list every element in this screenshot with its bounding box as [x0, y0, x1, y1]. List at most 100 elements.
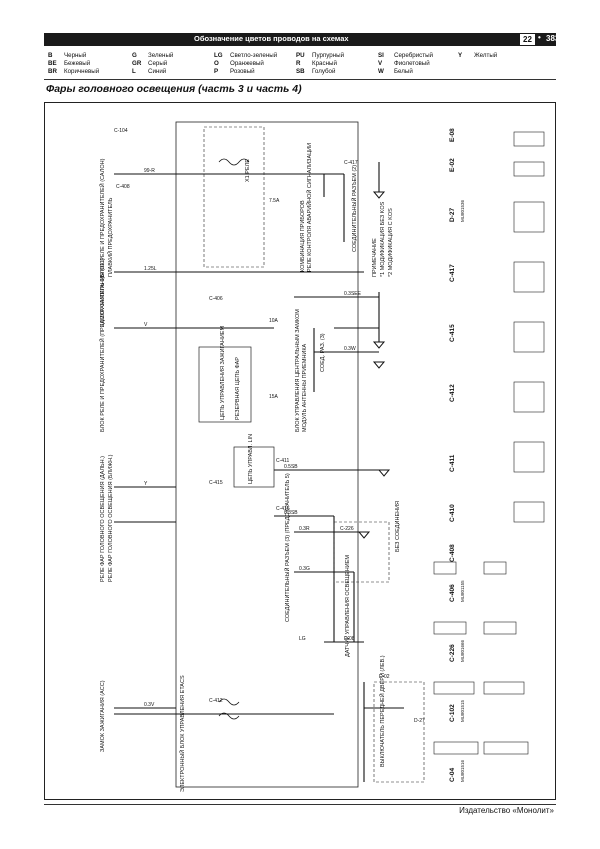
header-title: Обозначение цветов проводов на схемах	[194, 34, 349, 43]
diagram-labels: БЛОК РЕЛЕ И ПРЕДОХРАНИТЕЛЕЙ (САЛОН) ПЛАВ…	[98, 143, 401, 792]
feature-note-3: БЛОК УПРАВЛЕНИЯ ЦЕНТРАЛЬНЫМ ЗАМКОМ	[295, 309, 301, 432]
svg-text:7.5A: 7.5A	[269, 198, 280, 204]
svg-text:C-411: C-411	[276, 458, 289, 464]
relay-coil	[218, 158, 250, 720]
door-switch-box	[373, 681, 425, 783]
svg-text:C-417: C-417	[344, 160, 358, 166]
label-joint-connector-2: СОЕДИНИТЕЛЬНЫЙ РАЗЪЕМ (2)	[350, 165, 358, 252]
joint-connector-box	[333, 521, 390, 583]
svg-text:0.3G: 0.3G	[299, 566, 310, 572]
svg-text:99-R: 99-R	[144, 168, 155, 174]
label-ignition-acc: ЗАМОК ЗАЖИГАНИЯ (ACC)	[100, 680, 106, 752]
section-rule	[44, 79, 556, 80]
label-front-door-switch: ВЫКЛЮЧАТЕЛЬ ПЕРЕДНЕЙ ДВЕРИ (ЛЕВ.)	[378, 655, 386, 767]
svg-text:C-412: C-412	[209, 698, 223, 704]
svg-text:MU801666: MU801666	[460, 639, 465, 662]
wires	[114, 162, 404, 782]
svg-text:1.25L: 1.25L	[144, 266, 157, 272]
section-title: Фары головного освещения (часть 3 и част…	[46, 83, 302, 95]
label-fusible-link: ПЛАВКИЙ ПРЕДОХРАНИТЕЛЬ	[106, 197, 114, 277]
wire-labels: 99-R 1.25L V Y 0.3V 0.5SB 0.3SB 0.3SEE 0…	[144, 168, 362, 708]
svg-text:C-104: C-104	[114, 128, 128, 134]
svg-text:C-408: C-408	[449, 544, 456, 562]
svg-text:0.3SB: 0.3SB	[284, 510, 298, 516]
svg-text:C-415: C-415	[449, 324, 456, 342]
svg-text:E-08: E-08	[344, 636, 355, 642]
label-lin-control: ЦЕПЬ УПРАВЛ. LIN	[248, 434, 254, 484]
feature-note-1: КОМБИНАЦИЯ ПРИБОРОВ	[300, 200, 306, 272]
label-etacs: ЭЛЕКТРОННЫЙ БЛОК УПРАВЛЕНИЯ ETACS	[178, 675, 186, 792]
svg-text:C-226: C-226	[449, 644, 456, 662]
svg-text:0.3V: 0.3V	[144, 702, 155, 708]
ignition-control-box	[198, 346, 252, 423]
svg-text:C-412: C-412	[449, 384, 456, 402]
feature-note-2: РЕЛЕ КОНТРОЛЯ АВАРИЙНОЙ СИГНАЛИЗАЦИИ	[305, 143, 313, 272]
label-x1-relay: X1 РЕЛЕ	[245, 159, 251, 182]
svg-text:15A: 15A	[269, 394, 279, 400]
svg-text:0.3W: 0.3W	[344, 346, 356, 352]
connector-tables	[433, 131, 545, 755]
svg-text:E-08: E-08	[449, 128, 456, 142]
diagram-frame	[44, 102, 556, 800]
label-light-sensor: ДАТЧИК УПРАВЛЕНИЯ ОСВЕЩЕНИЕМ	[345, 555, 351, 657]
svg-text:MU801155: MU801155	[460, 580, 465, 602]
label-no-connection: БЕЗ СОЕДИНЕНИЯ	[395, 501, 401, 552]
page-number: 383	[546, 34, 560, 43]
label-headlamp-relay-high: РЕЛЕ ФАР ГОЛОВНОГО ОСВЕЩЕНИЯ (ДАЛЬН.)	[100, 456, 106, 582]
svg-text:C-415: C-415	[209, 480, 223, 486]
svg-text:C-406: C-406	[209, 296, 223, 302]
svg-text:0.3SEE: 0.3SEE	[344, 291, 362, 297]
label-ignition-ig1: ЗАМОК ЗАЖИГАНИЯ (IG1)	[100, 258, 106, 327]
svg-text:C-408: C-408	[116, 184, 130, 190]
note-title: ПРИМЕЧАНИЕ	[372, 238, 378, 277]
feature-note-4: МОДУЛЬ АНТЕННЫ ПРИЕМНИКА	[302, 343, 308, 432]
label-joint-conn-small: СОЕД. РАЗ. (3)	[320, 333, 326, 372]
ground-symbols	[357, 191, 391, 539]
svg-text:D-27: D-27	[414, 718, 425, 724]
x1-relay-box	[203, 126, 265, 268]
svg-text:Y: Y	[144, 481, 148, 487]
svg-text:D-27: D-27	[449, 208, 456, 222]
header-bar: Обозначение цветов проводов на схемах 22…	[44, 33, 560, 46]
label-headlamp-relay-low: РЕЛЕ ФАР ГОЛОВНОГО ОСВЕЩЕНИЯ (БЛИЖН.)	[108, 454, 114, 582]
lin-control-box	[233, 446, 275, 488]
svg-text:C-102: C-102	[449, 704, 456, 722]
svg-text:E-02: E-02	[449, 158, 456, 172]
connector-refs: C-417 C-406 C-415 C-411 C-416 C-226 C-41…	[114, 128, 425, 724]
svg-text:0.5SB: 0.5SB	[284, 464, 298, 470]
svg-text:MU801536: MU801536	[460, 199, 465, 222]
footer-rule	[44, 804, 556, 805]
svg-text:MU801516: MU801516	[460, 759, 465, 782]
svg-text:C-416: C-416	[276, 506, 290, 512]
connector-table-subs: MU801516 MU801515 MU801666 MU801155 MU80…	[460, 199, 465, 782]
svg-text:E-02: E-02	[379, 674, 390, 680]
svg-text:V: V	[144, 322, 148, 328]
label-relay-block-cabin: БЛОК РЕЛЕ И ПРЕДОХРАНИТЕЛЕЙ (САЛОН)	[98, 158, 106, 277]
svg-text:C-417: C-417	[449, 264, 456, 282]
label-ignition-control: ЦЕПЬ УПРАВЛЕНИЯ ЗАЖИГАНИЕМ	[220, 326, 226, 420]
svg-text:MU801515: MU801515	[460, 699, 465, 722]
svg-text:C-411: C-411	[449, 454, 456, 472]
label-joint-connector-3: СОЕДИНИТЕЛЬНЫЙ РАЗЪЕМ (3) (ПРЕДОХРАНИТЕЛ…	[283, 473, 291, 622]
note-1: *1 МОДИФИКАЦИЯ БЕЗ KOS	[380, 201, 386, 277]
publisher-credit: Издательство «Монолит»	[459, 806, 554, 815]
etacs-module-box	[175, 121, 359, 788]
svg-text:LG: LG	[299, 636, 306, 642]
svg-text:10A: 10A	[269, 318, 279, 324]
wiring-diagram: 99-R 1.25L V Y 0.3V 0.5SB 0.3SB 0.3SEE 0…	[98, 121, 545, 792]
svg-text:C-226: C-226	[340, 526, 354, 532]
label-backup-headlamp: РЕЗЕРВНАЯ ЦЕПЬ ФАР	[235, 357, 241, 420]
